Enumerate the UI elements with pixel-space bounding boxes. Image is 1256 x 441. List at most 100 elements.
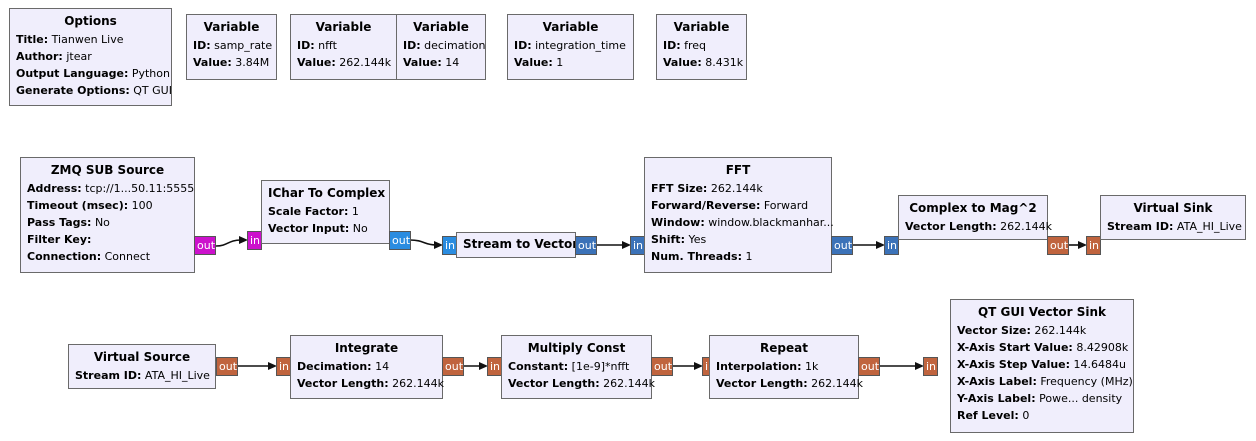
param-row: ID: integration_time xyxy=(514,39,626,52)
input-port[interactable]: in xyxy=(630,236,645,255)
options-block[interactable]: Options Title: Tianwen Live Author: jtea… xyxy=(9,8,172,106)
output-port[interactable]: out xyxy=(831,236,853,255)
param-row: Vector Length: 262.144k xyxy=(508,377,655,390)
param-row: ID: nfft xyxy=(297,39,337,52)
stream-to-vector-block[interactable]: Stream to Vector xyxy=(456,232,579,258)
input-port[interactable]: in xyxy=(276,357,291,376)
block-title: Multiply Const xyxy=(527,341,626,355)
param-row: X-Axis Label: Frequency (MHz) xyxy=(957,375,1133,388)
wire-ichar-s2v xyxy=(409,239,437,246)
arrowhead xyxy=(876,241,885,249)
fft-block[interactable]: FFT FFT Size: 262.144k Forward/Reverse: … xyxy=(644,157,834,273)
arrowhead xyxy=(622,241,631,249)
param-row: Vector Length: 262.144k xyxy=(297,377,444,390)
param-row: Value: 1 xyxy=(514,56,564,69)
block-title: Variable xyxy=(673,20,730,34)
param-row: Constant: [1e-9]*nfft xyxy=(508,360,630,373)
block-title: FFT xyxy=(725,163,751,177)
arrowhead xyxy=(694,362,703,370)
input-port[interactable]: in xyxy=(247,231,262,250)
param-row: Vector Length: 262.144k xyxy=(905,220,1052,233)
block-title: Options xyxy=(64,14,117,28)
param-row: Pass Tags: No xyxy=(27,216,110,229)
param-row: Filter Key: xyxy=(27,233,92,246)
param-row: Value: 8.431k xyxy=(663,56,744,69)
param-row: Y-Axis Label: Powe... density xyxy=(957,392,1123,405)
param-row: X-Axis Start Value: 8.42908k xyxy=(957,341,1129,354)
input-port[interactable]: in xyxy=(1086,236,1101,255)
param-row: ID: decimation xyxy=(403,39,486,52)
param-row: Scale Factor: 1 xyxy=(268,205,359,218)
param-row: Interpolation: 1k xyxy=(716,360,819,373)
output-port[interactable]: out xyxy=(194,236,216,255)
block-title: QT GUI Vector Sink xyxy=(977,305,1107,319)
input-port[interactable]: in xyxy=(884,236,899,255)
multiply-const-block[interactable]: Multiply Const Constant: [1e-9]*nfft Vec… xyxy=(501,335,655,399)
input-port[interactable]: in xyxy=(487,357,502,376)
block-title: Virtual Source xyxy=(93,350,191,364)
variable-block-integration-time[interactable]: Variable ID: integration_time Value: 1 xyxy=(507,14,634,80)
output-port[interactable]: out xyxy=(651,357,673,376)
complex-to-mag2-block[interactable]: Complex to Mag^2 Vector Length: 262.144k xyxy=(898,195,1052,240)
variable-block-freq[interactable]: Variable ID: freq Value: 8.431k xyxy=(656,14,747,80)
virtual-source-block[interactable]: Virtual Source Stream ID: ATA_HI_Live xyxy=(68,344,216,389)
output-port[interactable]: out xyxy=(858,357,880,376)
param-row: Generate Options: QT GUI xyxy=(16,84,172,97)
block-title: Variable xyxy=(203,20,260,34)
ichar-to-complex-block[interactable]: IChar To Complex Scale Factor: 1 Vector … xyxy=(261,180,390,244)
block-title: Stream to Vector xyxy=(463,237,579,251)
virtual-sink-block[interactable]: Virtual Sink Stream ID: ATA_HI_Live xyxy=(1100,195,1246,240)
param-row: Forward/Reverse: Forward xyxy=(651,199,809,212)
param-row: Shift: Yes xyxy=(651,233,707,246)
param-row: Timeout (msec): 100 xyxy=(27,199,153,212)
param-row: Window: window.blackmanhar... xyxy=(651,216,834,229)
arrowhead xyxy=(268,362,277,370)
param-row: Stream ID: ATA_HI_Live xyxy=(1107,220,1242,233)
variable-block-decimation[interactable]: Variable ID: decimation Value: 14 xyxy=(396,14,486,80)
param-row: Value: 3.84M xyxy=(193,56,270,69)
param-row: ID: samp_rate xyxy=(193,39,273,52)
param-row: Value: 14 xyxy=(403,56,460,69)
arrowhead xyxy=(239,236,248,244)
param-row: Ref Level: 0 xyxy=(957,409,1030,422)
zmq-sub-source-block[interactable]: ZMQ SUB Source Address: tcp://1...50.11:… xyxy=(20,157,195,273)
param-row: Value: 262.144k xyxy=(297,56,392,69)
qt-gui-vector-sink-block[interactable]: QT GUI Vector Sink Vector Size: 262.144k… xyxy=(950,299,1134,433)
block-title: IChar To Complex xyxy=(268,186,386,200)
output-port[interactable]: out xyxy=(442,357,464,376)
integrate-block[interactable]: Integrate Decimation: 14 Vector Length: … xyxy=(290,335,444,399)
param-row: Num. Threads: 1 xyxy=(651,250,753,263)
block-title: Repeat xyxy=(760,341,808,355)
param-row: Vector Input: No xyxy=(268,222,368,235)
repeat-block[interactable]: Repeat Interpolation: 1k Vector Length: … xyxy=(709,335,863,399)
output-port[interactable]: out xyxy=(216,357,238,376)
param-row: Connection: Connect xyxy=(27,250,151,263)
param-row: Address: tcp://1...50.11:5555 xyxy=(27,182,195,195)
param-row: Decimation: 14 xyxy=(297,360,390,373)
output-port[interactable]: out xyxy=(1047,236,1069,255)
param-row: Stream ID: ATA_HI_Live xyxy=(75,369,210,382)
param-row: X-Axis Step Value: 14.6484u xyxy=(957,358,1127,371)
arrowhead xyxy=(479,362,488,370)
block-title: Variable xyxy=(413,20,469,34)
param-row: Vector Size: 262.144k xyxy=(957,324,1087,337)
output-port[interactable]: out xyxy=(575,236,597,255)
wire-zmq-ichar xyxy=(215,239,242,247)
block-title: Variable xyxy=(315,20,372,34)
input-port[interactable]: in xyxy=(442,236,457,255)
block-title: Integrate xyxy=(334,341,399,355)
output-port[interactable]: out xyxy=(389,231,411,250)
block-title: Virtual Sink xyxy=(1133,201,1213,215)
block-title: Variable xyxy=(542,20,599,34)
param-row: Vector Length: 262.144k xyxy=(716,377,863,390)
param-row: Title: Tianwen Live xyxy=(16,33,124,46)
param-row: Output Language: Python xyxy=(16,67,170,80)
param-row: FFT Size: 262.144k xyxy=(651,182,763,195)
block-title: ZMQ SUB Source xyxy=(50,163,165,177)
variable-block-nfft[interactable]: Variable ID: nfft Value: 262.144k xyxy=(290,14,397,80)
param-row: ID: freq xyxy=(663,39,707,52)
input-port[interactable]: in xyxy=(923,357,938,376)
block-title: Complex to Mag^2 xyxy=(909,201,1037,215)
variable-block-samp-rate[interactable]: Variable ID: samp_rate Value: 3.84M xyxy=(186,14,277,80)
